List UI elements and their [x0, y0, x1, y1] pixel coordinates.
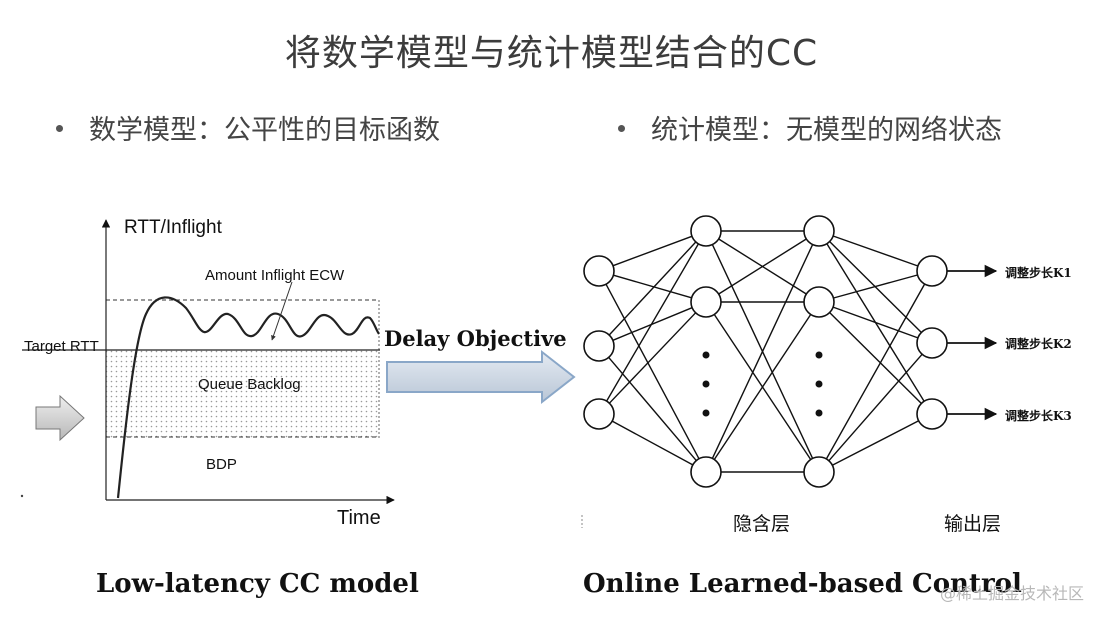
network-edge	[605, 283, 700, 460]
network-edge	[713, 314, 812, 460]
network-edge	[831, 420, 920, 466]
network-edge	[608, 312, 697, 404]
network-edge	[608, 241, 697, 336]
bullet-dot	[618, 125, 625, 132]
queue-backlog-region	[106, 350, 379, 438]
network-nodes	[583, 215, 948, 488]
input-node	[583, 398, 615, 430]
ellipsis-dot	[815, 351, 823, 359]
watermark: @稀土掘金技术社区	[940, 584, 1085, 603]
bullet-dot	[56, 125, 63, 132]
bullet-math-model: 数学模型：公平性的目标函数	[56, 108, 440, 147]
target-rtt-label: Target RTT	[24, 338, 99, 355]
input-node	[583, 330, 615, 362]
queue-backlog-label: Queue Backlog	[198, 376, 301, 393]
network-edge	[611, 420, 694, 466]
bullet-math-model-text: 数学模型：公平性的目标函数	[89, 115, 440, 146]
inflight-curve	[116, 296, 380, 499]
y-axis-label: RTT/Inflight	[124, 217, 223, 238]
bdp-label: BDP	[206, 456, 237, 473]
network-edge	[833, 274, 918, 299]
input-node	[583, 255, 615, 287]
page-title: 将数学模型与统计模型结合的CC	[284, 33, 819, 74]
network-edge	[828, 353, 923, 462]
stray-mark	[20, 494, 24, 498]
network-edge	[718, 238, 807, 295]
ellipsis-dot	[702, 409, 710, 417]
bullet-stat-model: 统计模型：无模型的网络状态	[618, 108, 1002, 147]
network-edge	[608, 356, 697, 462]
network-edge	[605, 243, 700, 402]
network-edge	[612, 307, 693, 341]
network-edge	[825, 283, 926, 460]
delay-objective-label: Delay Objective	[384, 326, 567, 351]
network-edge	[832, 306, 919, 339]
network-edge	[829, 312, 922, 404]
amount-inflight-pointer	[271, 281, 293, 341]
hidden1-node	[690, 286, 722, 318]
low-latency-cc-chart: RTT/Inflight Time Target RTT Amount Infl…	[20, 217, 395, 529]
network-edge	[613, 274, 692, 299]
hidden2-node	[803, 215, 835, 247]
hidden1-node	[690, 456, 722, 488]
ellipsis-dot	[702, 351, 710, 359]
hidden2-node	[803, 456, 835, 488]
ellipsis-dot	[815, 380, 823, 388]
output-arrows	[947, 264, 998, 421]
network-edge	[612, 235, 693, 267]
bullet-stat-model-text: 统计模型：无模型的网络状态	[651, 115, 1002, 146]
output-label-k3: 调整步长K3	[1005, 408, 1072, 423]
ellipsis-dot	[702, 380, 710, 388]
ellipsis-dot	[815, 409, 823, 417]
output-node	[916, 327, 948, 359]
input-arrow-icon	[35, 394, 85, 442]
caption-low-latency: Low-latency CC model	[96, 569, 419, 599]
x-axis-label: Time	[337, 507, 381, 529]
hidden-layer-label: 隐含层	[733, 513, 790, 535]
amount-inflight-label: Amount Inflight ECW	[205, 267, 345, 284]
output-layer-label: 输出层	[944, 513, 1001, 535]
hidden2-node	[803, 286, 835, 318]
hidden1-node	[690, 215, 722, 247]
output-node	[916, 398, 948, 430]
output-node	[916, 255, 948, 287]
delay-objective-connector: Delay Objective	[384, 326, 576, 405]
network-edge	[711, 244, 814, 459]
network-edge	[832, 235, 919, 267]
caption-online-learned: Online Learned-based Control	[583, 569, 1022, 599]
output-label-k2: 调整步长K2	[1005, 336, 1072, 351]
delay-objective-arrow-icon	[386, 349, 576, 405]
output-label-k1: 调整步长K1	[1005, 265, 1072, 280]
network-connections	[605, 230, 926, 473]
